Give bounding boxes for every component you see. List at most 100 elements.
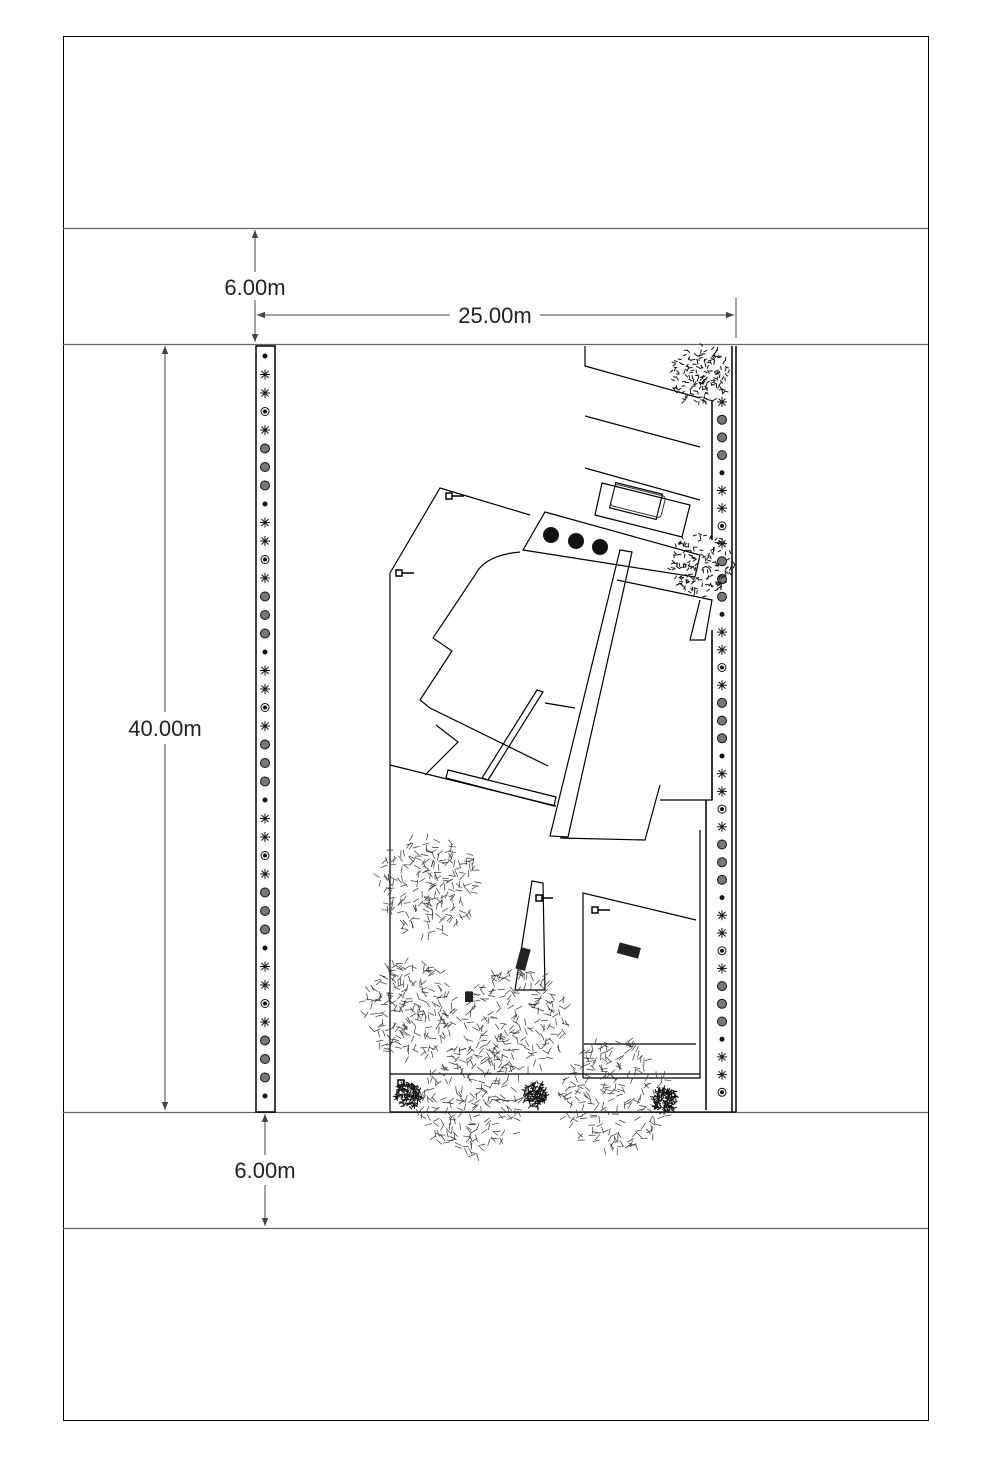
plant-icon xyxy=(719,753,725,759)
bench-icons xyxy=(465,942,641,1002)
front-setback-label: 6.00m xyxy=(224,275,285,300)
plant-icon xyxy=(260,999,270,1008)
plant-icon xyxy=(260,758,270,768)
plant-icon xyxy=(717,1051,727,1062)
tree-icon xyxy=(461,969,571,1074)
plant-icon xyxy=(717,1069,727,1080)
plant-icon xyxy=(717,697,727,708)
plant-icon xyxy=(717,928,727,938)
plant-icon xyxy=(717,503,727,514)
plant-icon xyxy=(260,961,270,972)
front-planter xyxy=(522,511,701,578)
plant-icon xyxy=(260,703,270,712)
plant-icon xyxy=(262,1093,268,1099)
plant-icon xyxy=(260,517,270,528)
plant-icon xyxy=(719,1036,725,1042)
tree-icon xyxy=(521,1080,550,1111)
lot-depth-label: 40.00m xyxy=(128,716,201,741)
tree-icon xyxy=(650,1085,680,1115)
plant-icon xyxy=(260,462,270,472)
tree-icon xyxy=(410,1045,525,1161)
plant-icon xyxy=(717,786,727,797)
plant-icon xyxy=(260,628,270,639)
plant-icon xyxy=(260,1054,270,1064)
plant-icon xyxy=(262,945,268,951)
column-markers xyxy=(395,492,610,1087)
plant-icon xyxy=(717,627,727,638)
plant-icon xyxy=(717,1087,727,1097)
right-planter-plants xyxy=(717,397,727,1097)
plant-icon xyxy=(260,480,270,491)
plant-icon xyxy=(260,555,270,564)
plant-icon xyxy=(260,813,270,824)
plant-icon xyxy=(260,610,270,620)
left-planter-plants xyxy=(260,353,270,1099)
left-planter-strip xyxy=(255,345,276,1113)
plant-icon xyxy=(260,887,270,898)
tree-icon xyxy=(358,957,462,1063)
plant-icon xyxy=(717,946,727,956)
plant-icon xyxy=(260,869,270,879)
plant-icon xyxy=(260,388,270,398)
plant-icon xyxy=(260,591,270,602)
plant-icon xyxy=(260,684,270,694)
plant-icon xyxy=(717,857,727,868)
parking-area xyxy=(584,346,701,538)
plant-icon xyxy=(717,874,727,885)
shrub-icons xyxy=(543,527,608,555)
plant-icon xyxy=(717,910,727,921)
plant-icon xyxy=(717,804,727,814)
plant-icon xyxy=(262,501,268,507)
car-icon xyxy=(610,484,666,518)
plant-icon xyxy=(260,851,270,860)
plant-icon xyxy=(717,397,727,407)
plant-icon xyxy=(717,521,727,531)
lot-boundary xyxy=(389,487,736,1113)
plant-icon xyxy=(719,611,725,617)
plant-icon xyxy=(260,536,270,546)
plant-icon xyxy=(719,470,725,476)
plant-icon xyxy=(260,665,270,676)
rear-setback-label: 6.00m xyxy=(234,1158,295,1183)
plant-icon xyxy=(717,556,727,567)
plant-icon xyxy=(717,450,727,461)
plant-icon xyxy=(717,591,727,602)
plant-icon xyxy=(717,981,727,992)
plant-icon xyxy=(260,924,270,935)
tree-icon xyxy=(669,343,731,406)
plant-icon xyxy=(717,432,727,443)
plant-icon xyxy=(260,980,270,990)
plant-icon xyxy=(262,649,268,655)
plant-icon xyxy=(260,739,270,750)
plant-icon xyxy=(262,353,268,359)
lot-width-label: 25.00m xyxy=(458,303,531,328)
tree-icon xyxy=(392,1081,424,1110)
drawing-frame xyxy=(63,36,929,1421)
plant-icon xyxy=(717,839,727,850)
plant-icon xyxy=(260,776,270,787)
plant-icon xyxy=(260,425,270,435)
plant-icon xyxy=(260,906,270,916)
plant-icon xyxy=(260,369,270,380)
plant-icon xyxy=(717,998,727,1009)
tree-icon xyxy=(667,532,736,598)
plant-icon xyxy=(260,573,270,583)
plant-icon xyxy=(717,821,727,832)
plant-icon xyxy=(717,768,727,779)
plant-icon xyxy=(717,680,727,691)
plant-icon xyxy=(260,407,270,416)
rear-garden xyxy=(390,830,701,1079)
plant-icon xyxy=(717,485,727,496)
plant-icon xyxy=(717,644,727,655)
plant-icon xyxy=(262,797,268,803)
plant-icon xyxy=(260,443,270,454)
plant-icon xyxy=(260,1035,270,1046)
plant-icon xyxy=(260,721,270,731)
plant-icon xyxy=(717,663,727,672)
plant-icon xyxy=(717,715,727,726)
plant-icon xyxy=(260,832,270,842)
plant-icon xyxy=(717,1016,727,1027)
plant-icon xyxy=(717,963,727,974)
plant-icon xyxy=(717,414,727,425)
